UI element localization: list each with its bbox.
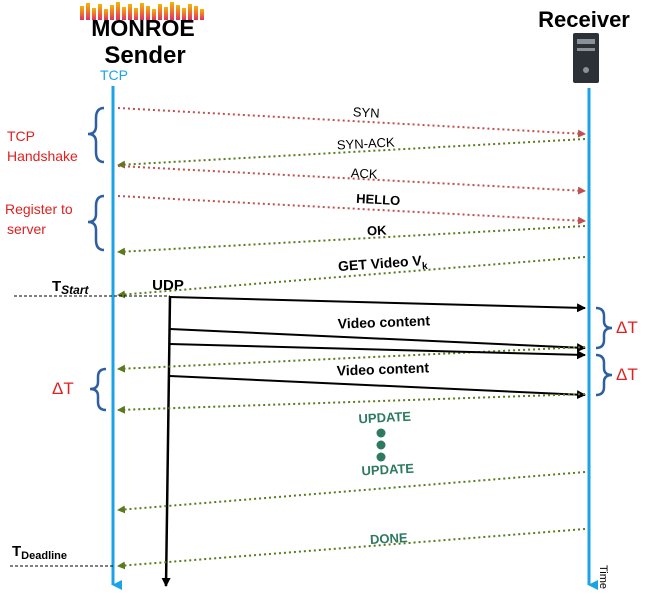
update-arrow-2: [117, 393, 586, 414]
tcp-handshake-label: TCP Handshake: [7, 128, 78, 164]
t-start-label: TStart: [52, 278, 90, 297]
delta-t-brace-left: [89, 367, 107, 412]
t-deadline-label: TDeadline: [12, 543, 67, 562]
register-brace: [87, 194, 105, 252]
udp-packet-arrow-2: [169, 328, 586, 353]
tcp-label: TCP: [100, 67, 128, 83]
delta-t-label-right-1: ΔT: [616, 318, 638, 337]
monroe-logo: MONROE: [80, 2, 204, 41]
video-content-label-1: Video content: [337, 312, 430, 331]
delta-t-label-left: ΔT: [52, 379, 74, 398]
syn-arrow: [117, 107, 586, 138]
sender-udp-lifeline: [161, 295, 172, 587]
tcp-handshake-brace: [87, 106, 105, 164]
time-label: Time: [597, 565, 609, 589]
delta-t-brace-right-2: [595, 353, 613, 397]
update-label-2: UPDATE: [361, 461, 415, 479]
ok-arrow: [117, 225, 586, 256]
logo-equalizer-bars: [80, 2, 204, 20]
ack-label: ACK: [350, 165, 378, 181]
delta-t-label-right-2: ΔT: [616, 365, 638, 384]
logo-wordmark: MONROE: [91, 15, 195, 41]
done-arrow: [117, 528, 586, 570]
ellipsis-dot-2: [376, 440, 386, 450]
get-video-arrow: [117, 256, 586, 299]
syn-label: SYN: [352, 104, 379, 120]
done-label: DONE: [370, 530, 409, 547]
update-label-1: UPDATE: [358, 409, 412, 427]
video-content-label-2: Video content: [336, 359, 429, 378]
syn-ack-label: SYN-ACK: [337, 134, 396, 152]
udp-packet-arrow-1: [169, 296, 586, 313]
register-label: Register to server: [5, 201, 77, 237]
hello-arrow: [117, 195, 586, 225]
udp-label: UDP: [152, 277, 184, 294]
udp-packet-arrow-4: [169, 375, 586, 400]
hello-label: HELLO: [356, 191, 401, 208]
delta-t-brace-right-1: [595, 306, 613, 350]
ellipsis-dot-3: [376, 452, 386, 462]
ellipsis-dot-1: [376, 428, 386, 438]
server-icon: [573, 33, 599, 83]
receiver-title: Receiver: [538, 7, 630, 32]
update-arrow-final: [117, 471, 586, 514]
ok-label: OK: [367, 222, 388, 238]
get-video-label: GET Video Vk: [338, 252, 429, 278]
udp-packet-arrow-3: [169, 343, 586, 360]
sender-title: Sender: [104, 42, 185, 69]
